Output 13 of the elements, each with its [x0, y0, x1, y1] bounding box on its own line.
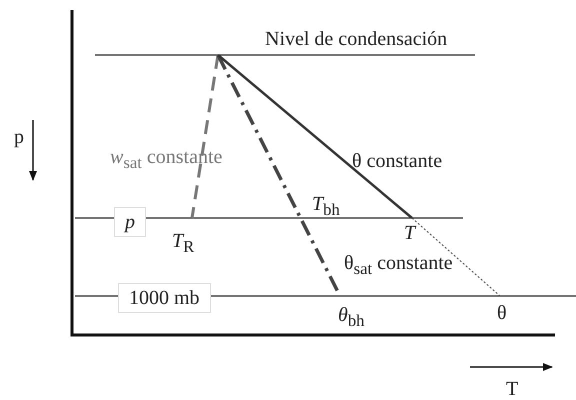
point-label: T$_{R}$ — [172, 230, 194, 258]
curve-label: θ$_{sat}$ constante — [344, 252, 453, 280]
point-label: θ$_{bh}$ — [338, 304, 364, 332]
pressure-label: 1000 mb — [118, 283, 211, 313]
axis-label: T — [506, 378, 518, 400]
curve-label: w$_{sat}$ constante — [110, 146, 222, 174]
level-label: Nivel de condensación — [265, 28, 448, 50]
point-label: θ — [497, 302, 507, 324]
axis-label: p — [14, 126, 24, 148]
curve-label: θ constante — [352, 150, 442, 172]
point-label: T$_{bh}$ — [312, 193, 340, 221]
pressure-label: p — [114, 207, 146, 237]
point-label: T — [404, 222, 416, 244]
